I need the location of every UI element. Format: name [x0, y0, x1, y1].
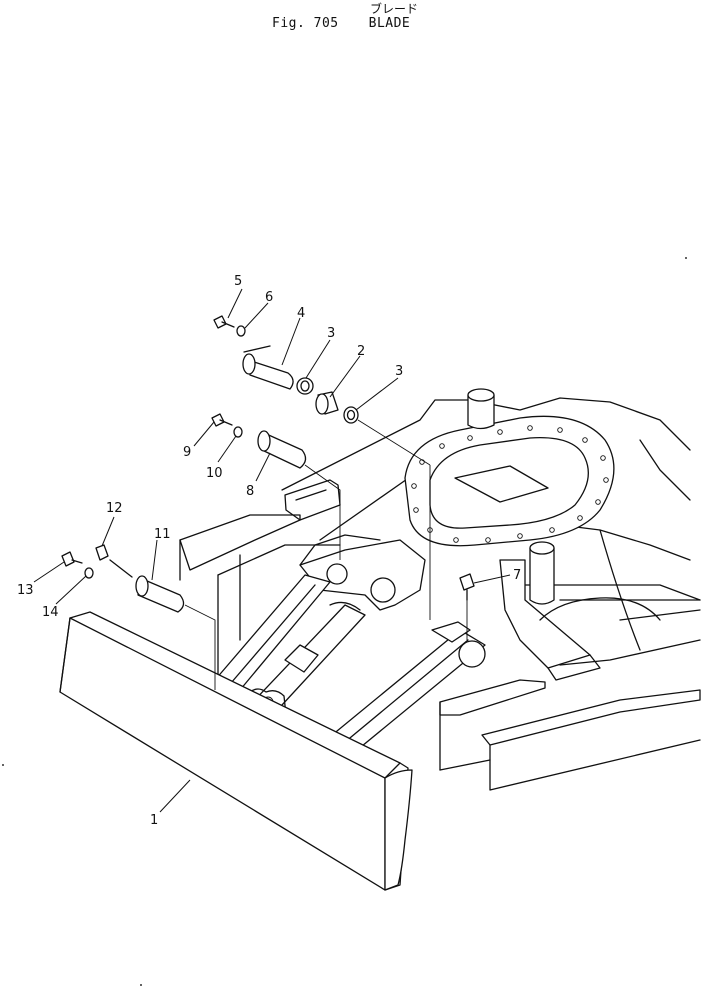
japanese-title: ブレード [370, 2, 419, 16]
callout-3-lower: 3 [395, 364, 403, 379]
pivot-tower [499, 541, 601, 681]
callout-13: 13 [17, 583, 34, 598]
callout-3-upper: 3 [327, 326, 335, 341]
figure-number: Fig. 705 [272, 16, 339, 31]
callout-4: 7 [513, 568, 521, 583]
callout-leaders [33, 288, 511, 813]
swing-flange [404, 388, 615, 547]
callout-11: 11 [154, 527, 171, 542]
exploded-parts [61, 315, 475, 613]
blade-arms [214, 534, 486, 761]
callout-8: 8 [246, 484, 254, 499]
side-guards [439, 597, 701, 791]
callout-1: 1 [150, 813, 158, 828]
figure-name: BLADE [368, 16, 411, 31]
callout-12: 12 [106, 501, 123, 516]
callout-numbers: 5 6 4 3 2 3 9 10 8 12 11 13 14 7 1 [17, 274, 521, 828]
assembly-lines [184, 419, 468, 690]
callout-2: 2 [357, 344, 365, 359]
callout-14: 14 [42, 605, 59, 620]
callout-6: 5 [234, 274, 242, 289]
callout-10: 10 [206, 466, 223, 481]
figure-title: Fig. 705 BLADE [272, 16, 410, 31]
blade [59, 611, 413, 891]
callout-7: 6 [265, 290, 273, 305]
callout-5: 4 [297, 306, 305, 321]
callout-9: 9 [183, 445, 191, 460]
